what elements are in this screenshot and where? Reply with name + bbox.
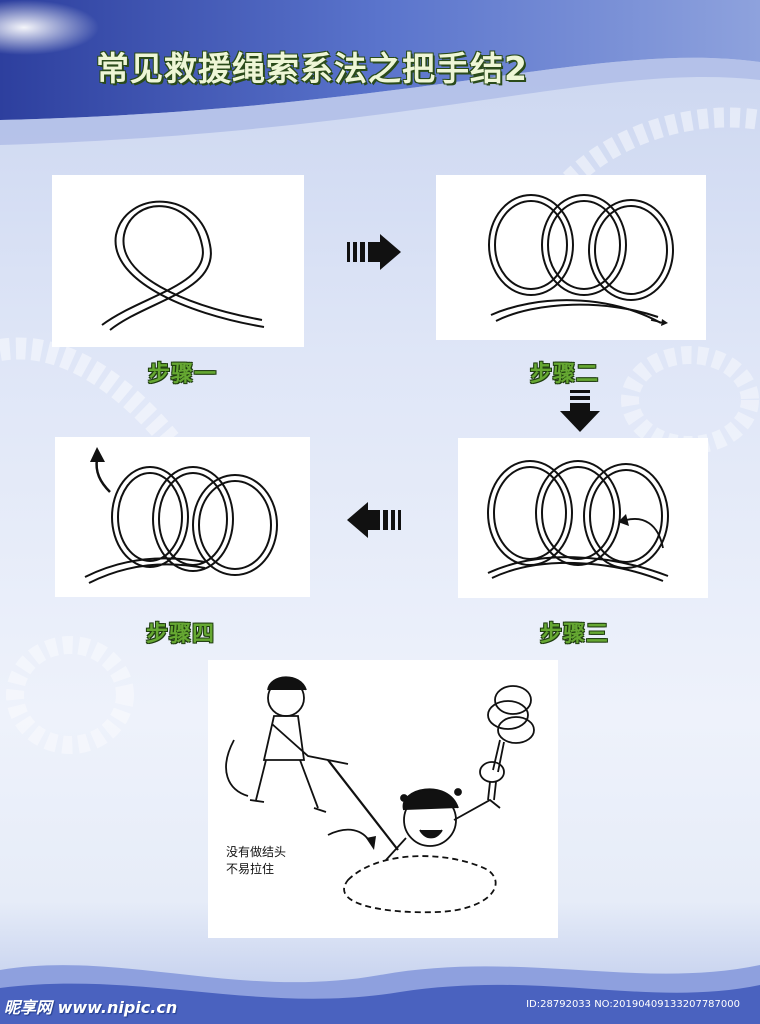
step4-image — [55, 437, 310, 597]
step1-image — [52, 175, 304, 347]
rope-decoration-left — [0, 337, 179, 448]
step2-label: 步骤二 — [530, 362, 600, 387]
arrow-right-icon — [347, 234, 401, 270]
arrow-down-icon — [560, 390, 600, 432]
caption-line1: 没有做结头 — [226, 845, 287, 859]
step3-label: 步骤三 — [540, 622, 610, 647]
step4-label: 步骤四 — [146, 622, 216, 647]
page-title: 常见救援绳索系法之把手结2 — [96, 49, 528, 88]
arrow-left-icon — [347, 502, 401, 538]
step3-image — [458, 438, 708, 598]
watermark: 昵享网 www.nipic.cn — [4, 998, 178, 1017]
caption-line2: 不易拉住 — [226, 862, 275, 876]
step1-label: 步骤一 — [148, 362, 218, 387]
image-id: ID:28792033 NO:20190409133207787000 — [526, 999, 740, 1010]
rescue-illustration — [208, 660, 558, 938]
rope-decoration-left-low — [6, 636, 134, 754]
illustration-caption: 没有做结头 不易拉住 — [226, 844, 286, 878]
header-band — [0, 0, 760, 145]
footer-wave — [0, 965, 760, 1024]
rope-decoration-right — [562, 107, 760, 188]
step2-image — [436, 175, 706, 340]
